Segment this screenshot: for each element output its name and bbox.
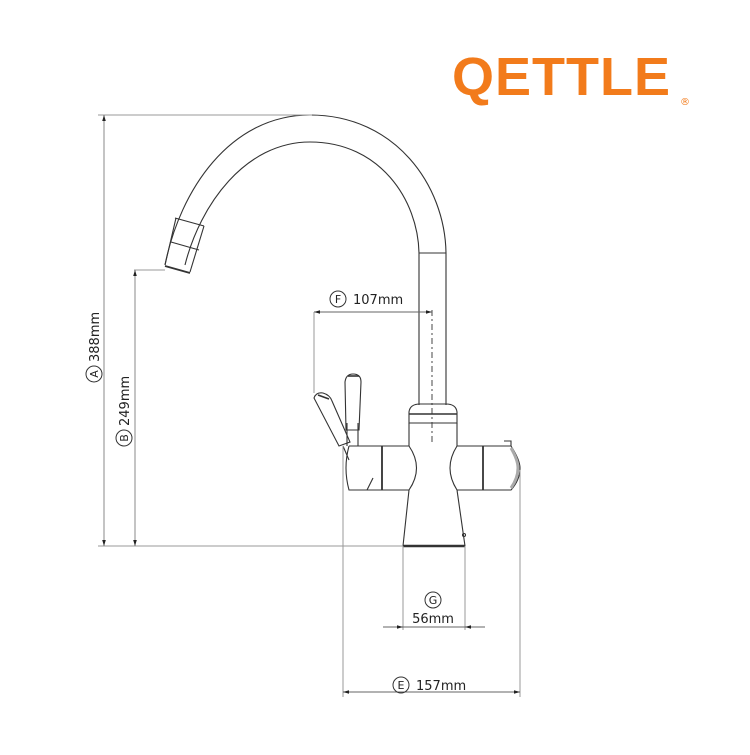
registered-mark: ® <box>680 97 690 108</box>
dimension-b-value: 249mm <box>118 376 133 426</box>
dimension-f-label: F 107mm <box>329 290 403 308</box>
dimension-b-label: B 249mm <box>115 376 133 447</box>
dimension-g-label: G 56mm <box>412 591 454 627</box>
dimension-e-label: E 157mm <box>392 676 466 694</box>
dimension-f-letter: F <box>335 293 341 306</box>
dimension-g-letter: G <box>429 594 438 607</box>
brand-logo: QETTLE <box>452 47 671 107</box>
dimension-e-value: 157mm <box>416 679 466 694</box>
dimension-g-value: 56mm <box>412 612 454 627</box>
dimension-e-letter: E <box>398 679 405 692</box>
dimension-a-label: A 388mm <box>85 312 103 383</box>
dimension-a-letter: A <box>88 370 101 378</box>
tap-outline <box>164 114 521 548</box>
dimension-lines <box>98 114 521 697</box>
dimension-f-value: 107mm <box>353 293 403 308</box>
dimension-a-value: 388mm <box>88 312 103 362</box>
dimension-b-letter: B <box>118 434 131 442</box>
